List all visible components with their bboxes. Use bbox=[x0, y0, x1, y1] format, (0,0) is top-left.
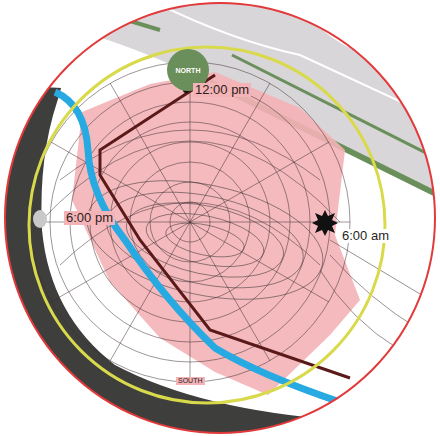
sun-path-boundary bbox=[29, 47, 385, 403]
curb-line bbox=[300, 0, 380, 60]
time-label: 6:00 am bbox=[340, 229, 391, 243]
direction-label: SOUTH bbox=[176, 377, 205, 385]
time-label: 6:00 pm bbox=[64, 211, 115, 225]
time-label: 12:00 pm bbox=[193, 83, 251, 97]
contour-line bbox=[163, 217, 247, 263]
contour-line bbox=[320, 270, 400, 350]
access-path bbox=[100, 75, 350, 378]
contour-line bbox=[120, 190, 291, 290]
sun-arc bbox=[60, 203, 320, 266]
sunset-symbol bbox=[33, 210, 47, 228]
sunrise-symbol bbox=[312, 210, 338, 236]
curb-line bbox=[360, 0, 440, 45]
contour-line bbox=[76, 161, 334, 318]
contours bbox=[76, 161, 430, 350]
river bbox=[55, 92, 340, 402]
frame-circle bbox=[5, 3, 435, 433]
contour-line bbox=[98, 176, 312, 304]
